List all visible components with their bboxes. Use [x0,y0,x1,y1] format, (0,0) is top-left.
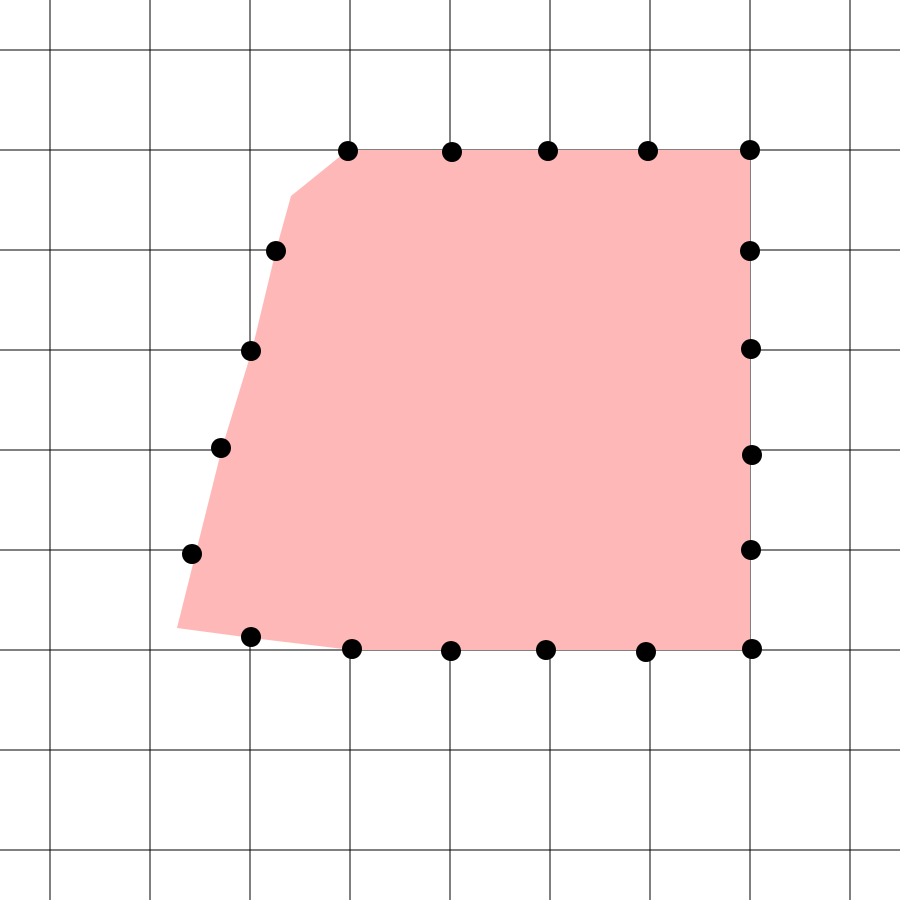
boundary-point [211,438,231,458]
boundary-point [740,241,760,261]
boundary-point [342,639,362,659]
boundary-point [442,142,462,162]
boundary-point [638,141,658,161]
boundary-point [742,445,762,465]
boundary-point [538,141,558,161]
boundary-point [338,141,358,161]
boundary-point [536,640,556,660]
boundary-point [741,540,761,560]
boundary-point [742,639,762,659]
boundary-point [182,544,202,564]
boundary-point [241,627,261,647]
boundary-point [636,642,656,662]
boundary-point [266,241,286,261]
boundary-point [740,140,760,160]
filled-polygon [177,150,750,650]
boundary-point [741,339,761,359]
boundary-point [441,641,461,661]
boundary-point [241,341,261,361]
boundary-points [182,140,762,662]
